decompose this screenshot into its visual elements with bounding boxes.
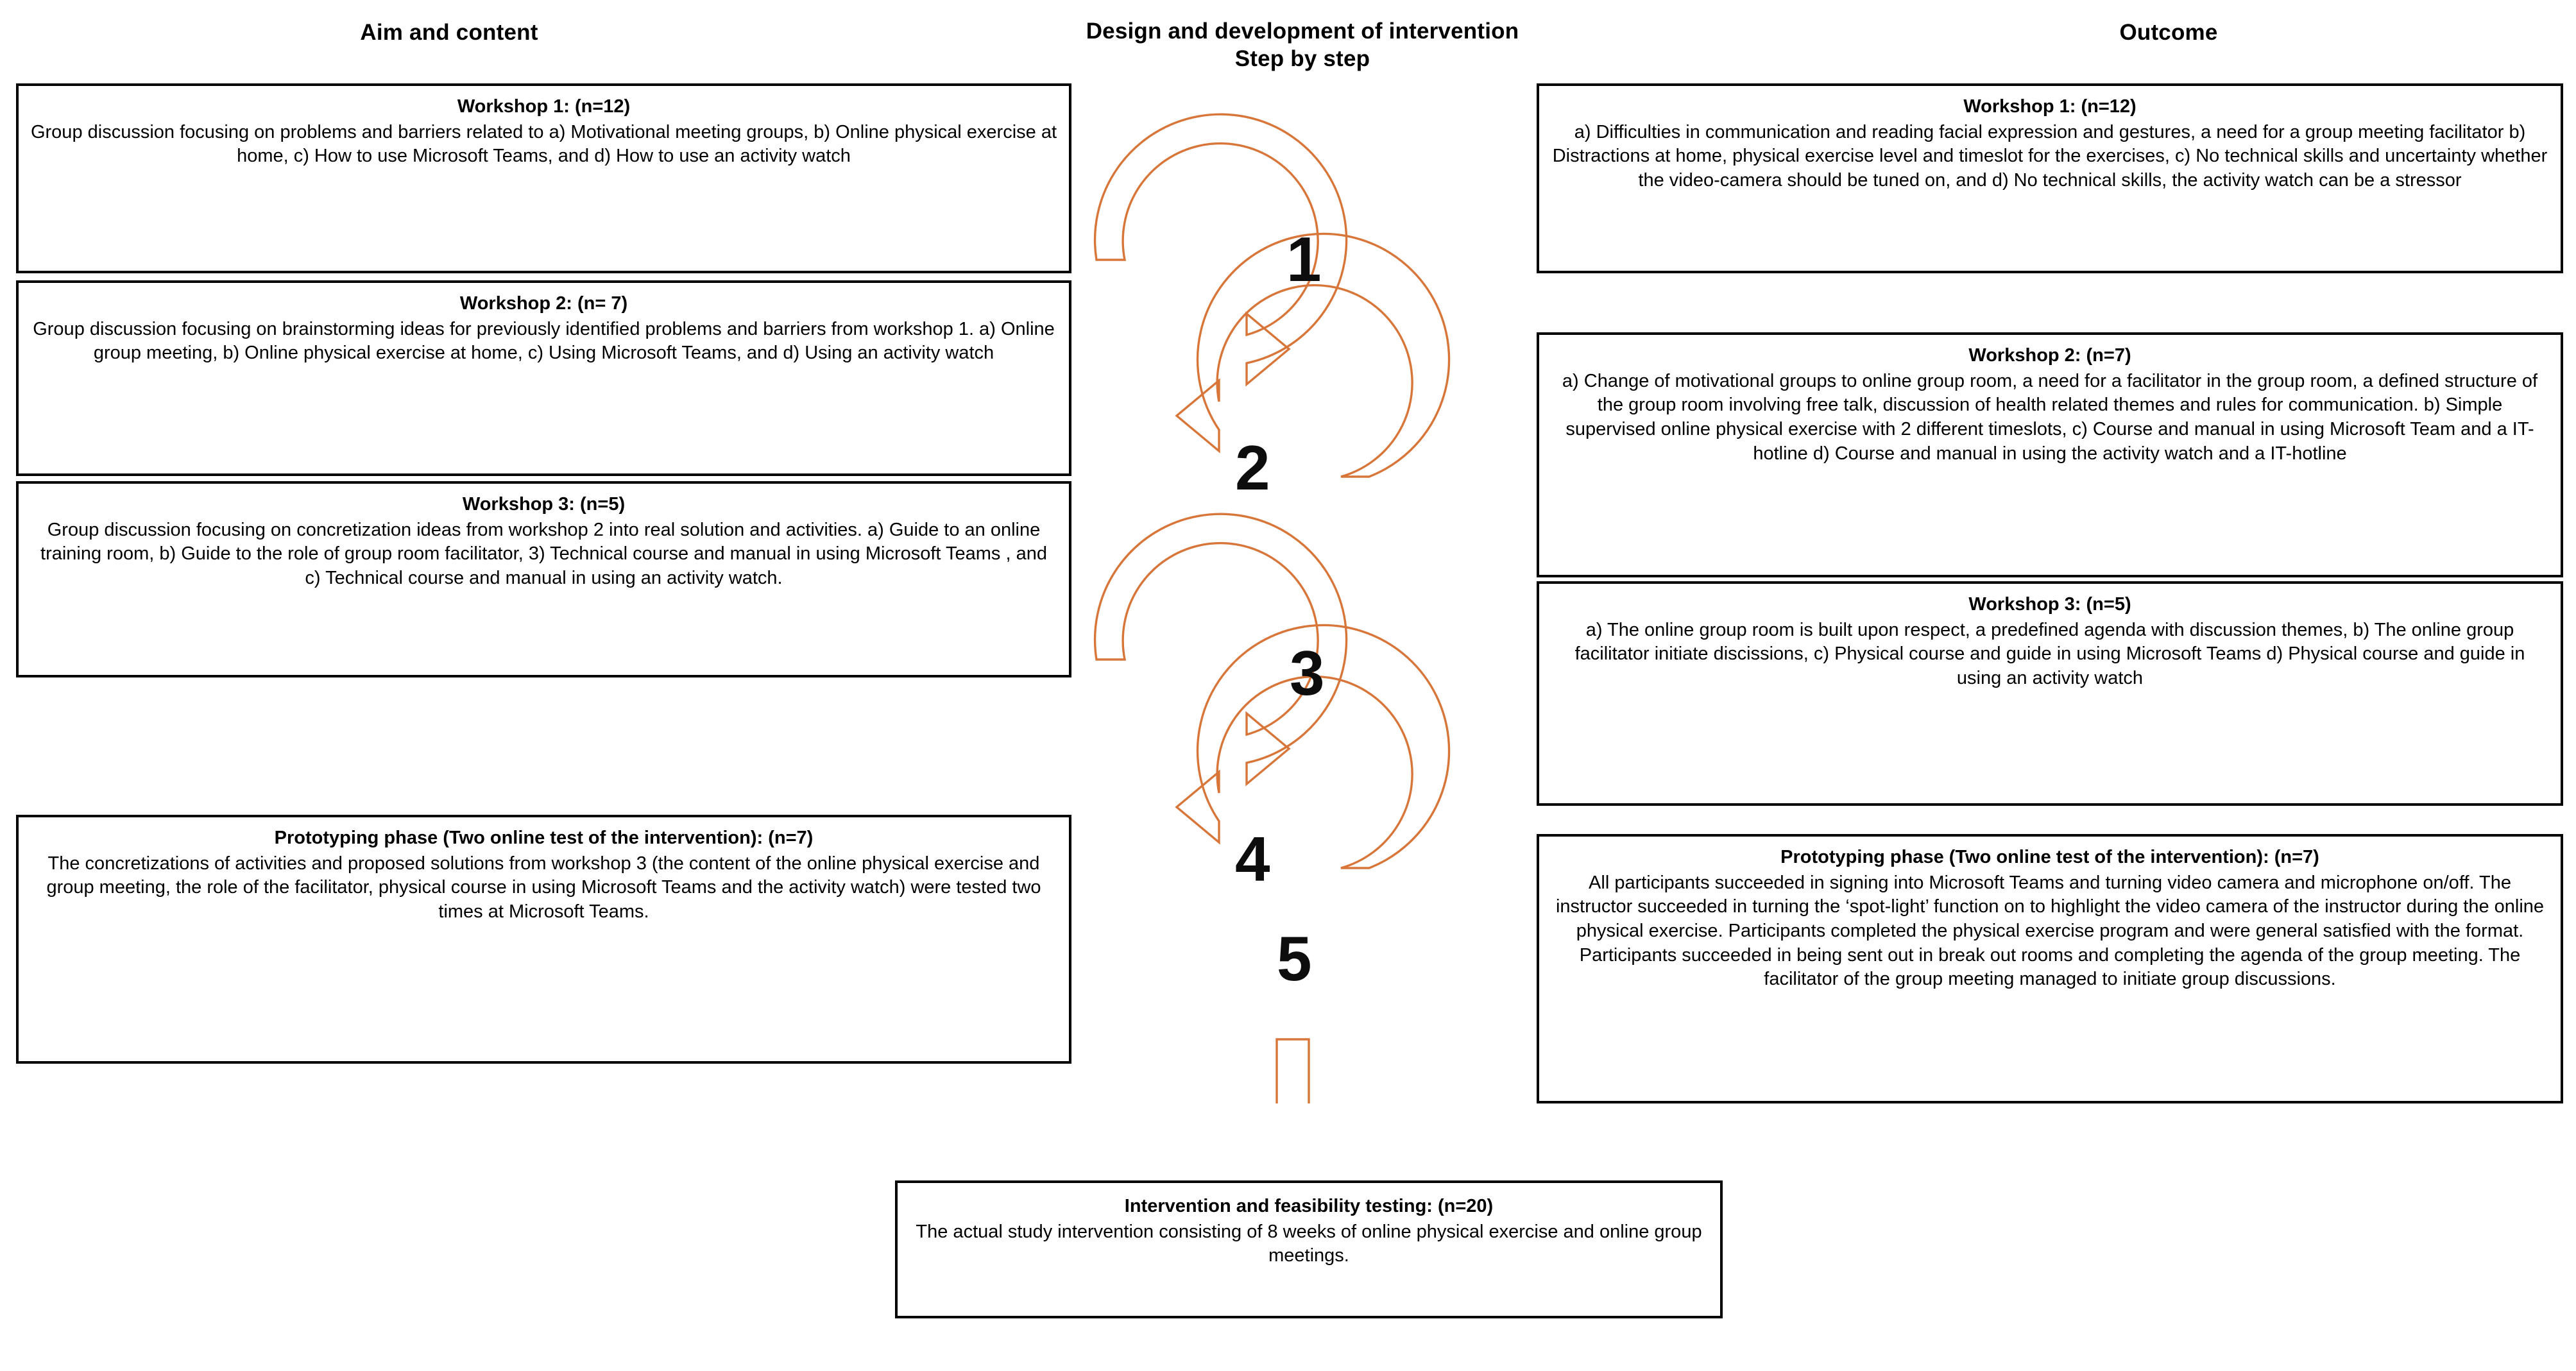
outcome-box-workshop-2-title: Workshop 2: (n=7) (1968, 345, 2131, 366)
aim-box-prototyping-phase-body: The concretizations of activities and pr… (46, 853, 1041, 923)
column-title-design-line2: Step by step (1234, 46, 1370, 71)
aim-box-workshop-3-title: Workshop 3: (n=5) (462, 494, 626, 515)
outcome-box-workshop-1-title: Workshop 1: (n=12) (1963, 96, 2137, 117)
circular-arrow-3 (1093, 513, 1348, 787)
intervention-feasibility-title: Intervention and feasibility testing: (n… (1124, 1196, 1494, 1216)
aim-box-workshop-3: Workshop 3: (n=5) Group discussion focus… (16, 481, 1071, 677)
outcome-box-workshop-2-body: a) Change of motivational groups to onli… (1562, 370, 2538, 464)
aim-box-workshop-1-body: Group discussion focusing on problems an… (30, 121, 1057, 167)
circular-arrow-2 (1175, 232, 1451, 478)
outcome-box-prototyping-phase: Prototyping phase (Two online test of th… (1537, 834, 2563, 1103)
circular-arrows-graphic (1093, 113, 1451, 1103)
step-by-step-diagram (1065, 77, 1514, 1103)
aim-box-workshop-2: Workshop 2: (n= 7) Group discussion focu… (16, 280, 1071, 476)
column-title-outcome: Outcome (2119, 20, 2218, 45)
step-number-3: 3 (1290, 638, 1325, 708)
outcome-box-prototyping-phase-title: Prototyping phase (Two online test of th… (1780, 847, 2319, 867)
aim-box-prototyping-phase-title: Prototyping phase (Two online test of th… (274, 828, 814, 848)
circular-arrow-4 (1175, 624, 1451, 869)
intervention-feasibility-body: The actual study intervention consisting… (916, 1221, 1702, 1266)
aim-box-workshop-1-title: Workshop 1: (n=12) (457, 96, 631, 117)
column-title-design-and-development: Design and development of intervention S… (982, 18, 1623, 72)
aim-box-prototyping-phase: Prototyping phase (Two online test of th… (16, 815, 1071, 1064)
step-number-4: 4 (1235, 824, 1270, 894)
outcome-box-workshop-3: Workshop 3: (n=5) a) The online group ro… (1537, 581, 2563, 806)
aim-box-workshop-3-body: Group discussion focusing on concretizat… (40, 519, 1047, 589)
step-number-1: 1 (1286, 224, 1322, 294)
outcome-box-workshop-3-body: a) The online group room is built upon r… (1574, 619, 2525, 689)
outcome-box-workshop-1: Workshop 1: (n=12) a) Difficulties in co… (1537, 83, 2563, 273)
step-number-2: 2 (1235, 432, 1270, 503)
step-number-5: 5 (1277, 923, 1312, 994)
outcome-box-prototyping-phase-body: All participants succeeded in signing in… (1555, 872, 2545, 990)
outcome-box-workshop-2: Workshop 2: (n=7) a) Change of motivatio… (1537, 332, 2563, 577)
outcome-box-workshop-1-body: a) Difficulties in communication and rea… (1552, 121, 2548, 191)
circular-arrow-1 (1093, 113, 1348, 387)
aim-box-workshop-1: Workshop 1: (n=12) Group discussion focu… (16, 83, 1071, 273)
column-title-design-line1: Design and development of intervention (1086, 19, 1519, 44)
aim-box-workshop-2-title: Workshop 2: (n= 7) (459, 293, 628, 314)
aim-box-workshop-2-body: Group discussion focusing on brainstormi… (33, 318, 1055, 364)
column-title-aim-and-content: Aim and content (360, 20, 538, 45)
down-arrow-to-intervention (1275, 1038, 1310, 1103)
outcome-box-workshop-3-title: Workshop 3: (n=5) (1968, 594, 2131, 615)
intervention-feasibility-box: Intervention and feasibility testing: (n… (895, 1180, 1723, 1318)
